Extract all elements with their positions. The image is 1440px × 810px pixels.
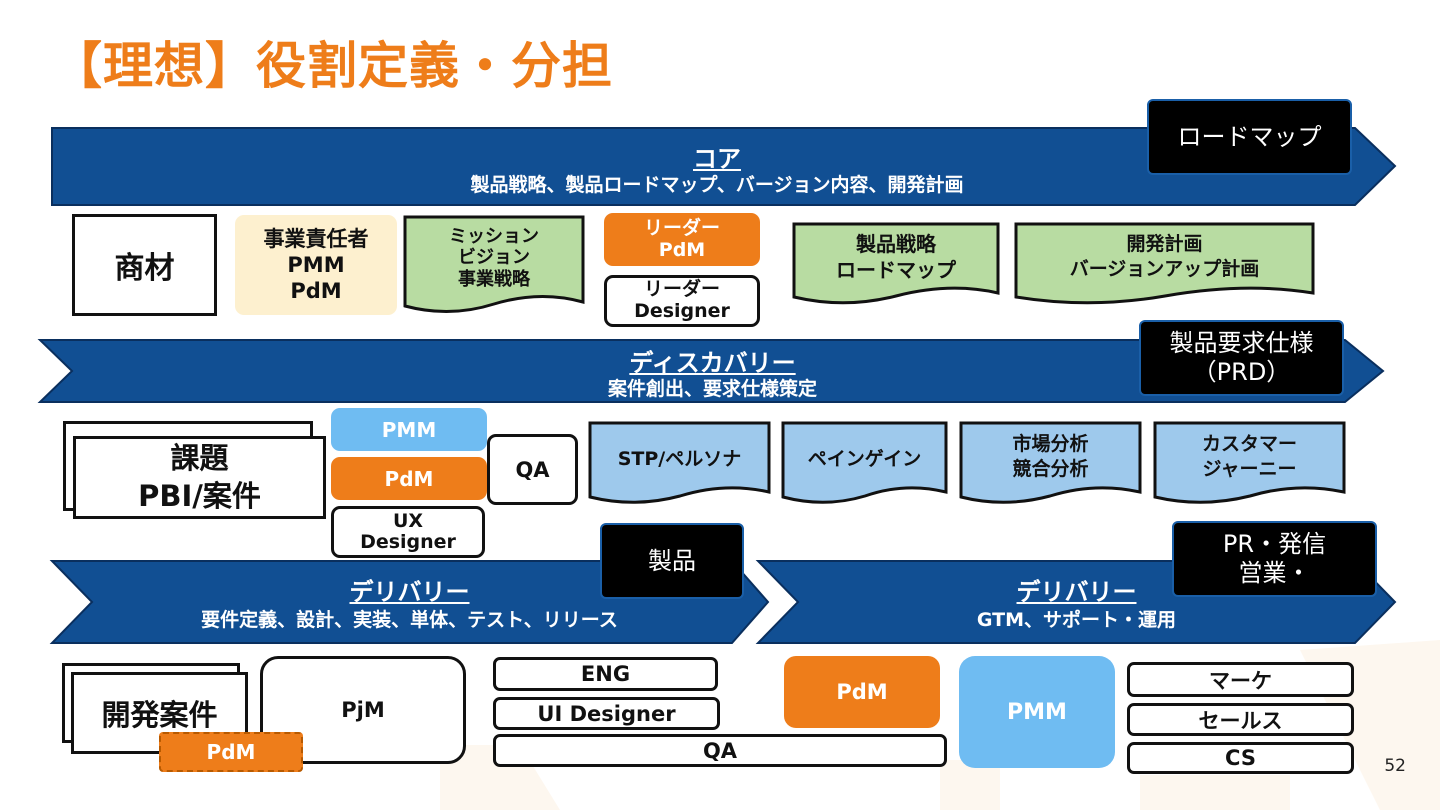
discovery-output-label: 製品要求仕様 （PRD）	[1139, 320, 1344, 396]
discovery-role-pmm: PMM	[331, 408, 487, 451]
discovery-doc-paingain: ペインゲイン	[807, 447, 922, 470]
gtm-team-marketing: マーケ	[1127, 662, 1354, 697]
doc-shape-devplan	[1014, 222, 1315, 305]
delivery-dev-banner-title: デリバリー	[349, 578, 470, 606]
discovery-item-box: 課題 PBI/案件	[73, 436, 326, 519]
delivery-gtm-output-label: PR・発信 営業・	[1172, 521, 1377, 597]
delivery-gtm-banner-subtitle: GTM、サポート・運用	[976, 609, 1177, 631]
doc-shape-stp	[588, 421, 771, 504]
core-leader-designer: リーダー Designer	[604, 275, 760, 327]
core-item-box: 商材	[72, 214, 217, 316]
delivery-pdm-box: PdM	[159, 732, 303, 772]
core-doc-mission: ミッション ビジョン 事業戦略	[449, 225, 539, 290]
discovery-banner-subtitle: 案件創出、要求仕様策定	[607, 378, 817, 400]
delivery-pjm-box: PjM	[260, 656, 466, 764]
gtm-team-sales: セールス	[1127, 703, 1354, 736]
delivery-ui-designer-box: UI Designer	[493, 697, 720, 730]
delivery-dev-output-label: 製品	[600, 523, 744, 599]
delivery-qa-box: QA	[493, 734, 947, 767]
core-owner-box: 事業責任者 PMM PdM	[235, 215, 397, 315]
watermark-shape	[940, 760, 1000, 810]
page-title: 【理想】役割定義・分担	[52, 37, 613, 95]
discovery-banner-title: ディスカバリー	[629, 349, 796, 377]
discovery-doc-journey: カスタマー ジャーニー	[1201, 433, 1297, 480]
discovery-doc-stp: STP/ペルソナ	[617, 447, 742, 470]
core-banner-subtitle: 製品戦略、製品ロードマップ、バージョン内容、開発計画	[470, 174, 964, 196]
gtm-pmm-box: PMM	[959, 656, 1115, 768]
page-number: 52	[1384, 756, 1406, 776]
discovery-role-ux-designer: UX Designer	[331, 506, 485, 558]
gtm-team-cs: CS	[1127, 742, 1354, 774]
doc-shape-market	[959, 421, 1142, 504]
doc-shape-paingain	[781, 421, 948, 504]
core-doc-devplan: 開発計画 バージョンアップ計画	[1069, 233, 1260, 280]
delivery-dev-banner-subtitle: 要件定義、設計、実装、単体、テスト、リリース	[201, 609, 618, 631]
delivery-eng-box: ENG	[493, 657, 718, 691]
doc-shape-strategy	[792, 222, 1000, 305]
discovery-banner	[37, 339, 1385, 403]
delivery-gtm-banner-title: デリバリー	[1016, 578, 1137, 606]
discovery-doc-market: 市場分析 競合分析	[1012, 433, 1089, 480]
watermark-shape	[1140, 775, 1290, 810]
doc-shape-journey	[1153, 421, 1346, 504]
core-output-label: ロードマップ	[1147, 99, 1352, 175]
discovery-role-qa: QA	[487, 434, 578, 505]
core-banner-title: コア	[693, 145, 741, 173]
gtm-pdm-box: PdM	[784, 656, 940, 728]
doc-shape-mission	[403, 215, 585, 313]
core-leader-pdm: リーダー PdM	[604, 213, 760, 266]
core-banner	[51, 127, 1397, 206]
discovery-role-pdm: PdM	[331, 457, 487, 500]
core-doc-strategy: 製品戦略 ロードマップ	[836, 232, 956, 282]
